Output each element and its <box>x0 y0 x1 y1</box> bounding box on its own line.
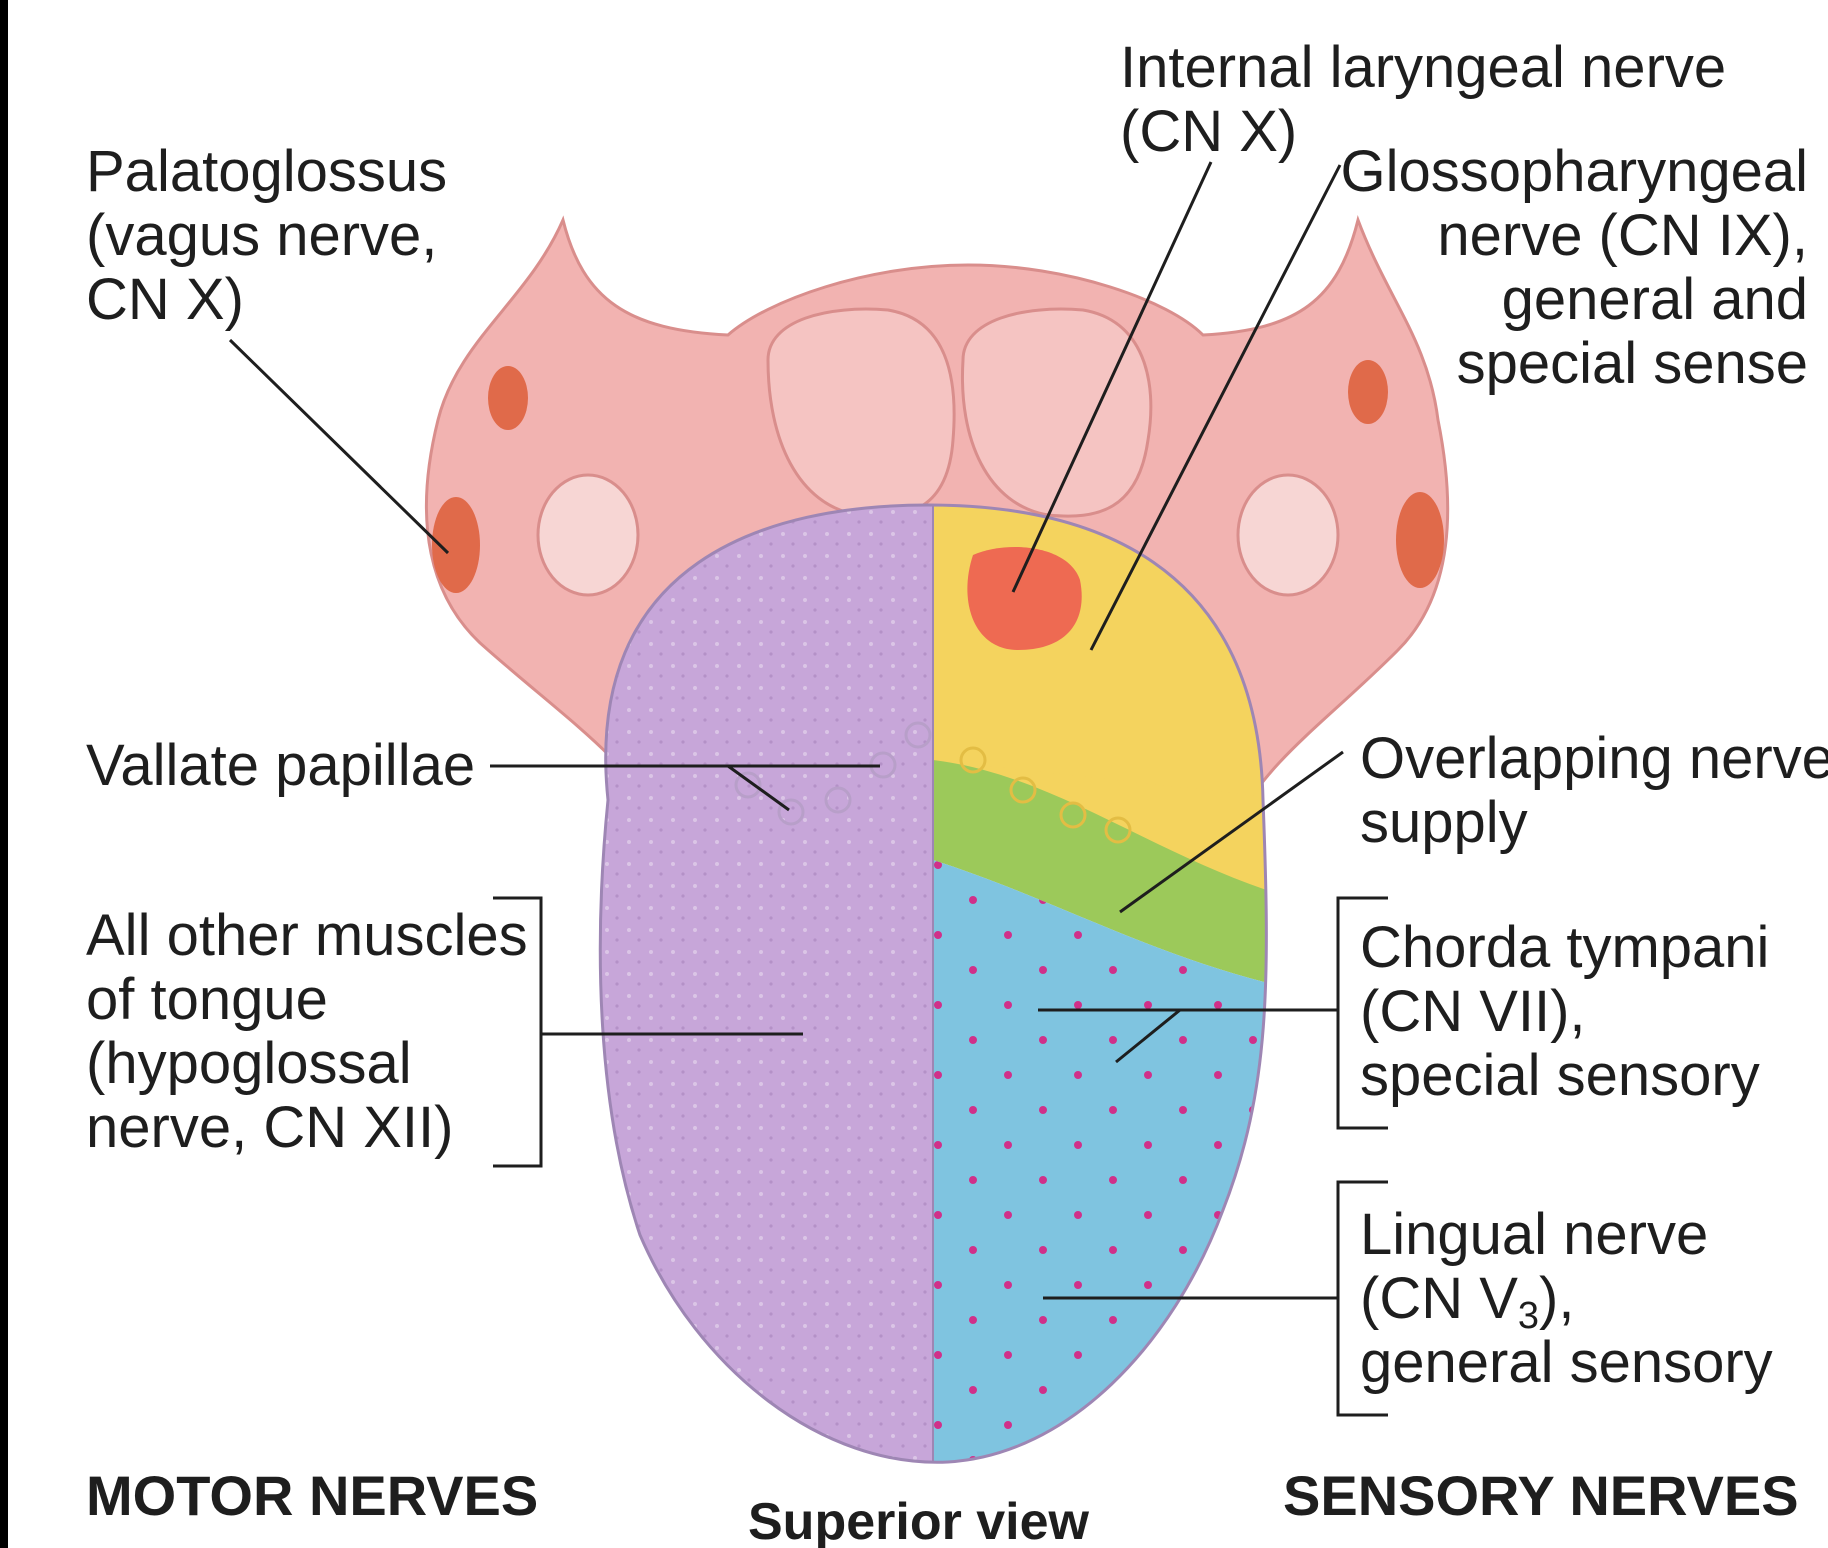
label-internal-laryngeal: Internal laryngeal nerve (CN X) <box>1120 35 1727 164</box>
tonsil-right-upper <box>1348 360 1388 424</box>
palatine-tonsil-left <box>536 473 640 597</box>
label-palatoglossus: Palatoglossus (vagus nerve, CN X) <box>86 139 448 332</box>
leader-chorda-2 <box>1115 1008 1181 1064</box>
label-glossopharyngeal: Glossopharyngeal nerve (CN IX), general … <box>1340 139 1808 396</box>
palatine-tonsil-right <box>1236 473 1340 597</box>
bracket-chorda <box>1336 896 1388 1130</box>
heading-sensory-nerves: SENSORY NERVES <box>1283 1464 1799 1527</box>
tongue-outline <box>598 503 1268 1464</box>
label-chorda-tympani: Chorda tympani (CN VII), special sensory <box>1360 915 1770 1108</box>
heading-motor-nerves: MOTOR NERVES <box>86 1464 539 1527</box>
tonsil-right-lower <box>1396 492 1444 588</box>
leader-overlapping <box>1119 750 1344 914</box>
epiglottis-left <box>766 307 956 518</box>
leader-vallate-2 <box>727 764 790 812</box>
caption-superior-view: Superior view <box>748 1493 1089 1548</box>
label-lingual-nerve: Lingual nerve (CN V3), general sensory <box>1360 1202 1773 1395</box>
leader-internal-laryngeal <box>1011 161 1213 593</box>
tonsil-left-lower <box>432 497 480 593</box>
bracket-other-muscles <box>493 896 543 1168</box>
tonsil-left-upper <box>488 366 528 430</box>
epiglottis-right <box>960 307 1153 518</box>
label-other-muscles: All other muscles of tongue (hypoglossal… <box>86 903 528 1160</box>
label-vallate-papillae: Vallate papillae <box>86 733 476 798</box>
tongue-innervation-diagram: Palatoglossus (vagus nerve, CN X) Intern… <box>8 0 1828 1548</box>
label-overlapping-supply: Overlapping nerve supply <box>1360 726 1828 855</box>
leader-glossopharyngeal <box>1089 164 1342 651</box>
tongue-illustration <box>228 161 1450 1464</box>
leader-palatoglossus <box>228 338 450 555</box>
tongue <box>600 505 1267 1463</box>
